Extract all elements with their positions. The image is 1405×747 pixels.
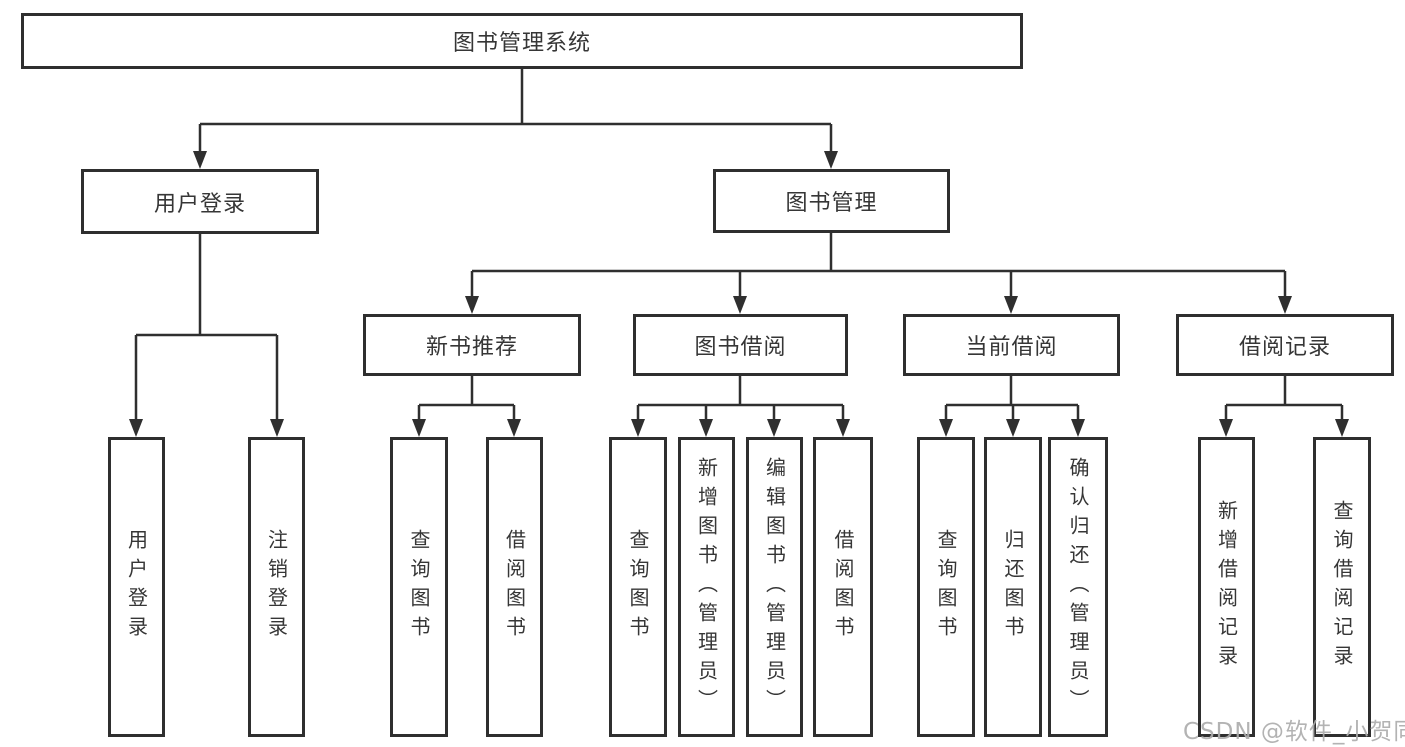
leaf-add-books-admin-label: 新增图书（管理员） xyxy=(694,456,719,718)
leaf-confirm-return-admin: 确认归还（管理员） xyxy=(1048,437,1108,737)
leaf-query-borrow-record: 查询借阅记录 xyxy=(1313,437,1371,737)
leaf-query-books-current: 查询图书 xyxy=(917,437,975,737)
node-user-login-branch-label: 用户登录 xyxy=(153,191,246,217)
leaf-add-books-admin: 新增图书（管理员） xyxy=(678,437,735,737)
node-library-system: 图书管理系统 xyxy=(21,13,1023,69)
node-new-book-recommend-label: 新书推荐 xyxy=(425,335,518,360)
node-borrow-records-label: 借阅记录 xyxy=(1238,335,1331,360)
leaf-logout: 注销登录 xyxy=(248,437,305,737)
node-borrow-records: 借阅记录 xyxy=(1176,314,1394,376)
leaf-add-borrow-record-label: 新增借阅记录 xyxy=(1214,500,1239,674)
leaf-return-books: 归还图书 xyxy=(984,437,1042,737)
leaf-query-books-recommend: 查询图书 xyxy=(390,437,448,737)
csdn-watermark: CSDN @软件_小贺同学 xyxy=(1183,719,1405,745)
node-new-book-recommend: 新书推荐 xyxy=(363,314,581,376)
leaf-confirm-return-admin-label: 确认归还（管理员） xyxy=(1066,456,1090,718)
leaf-user-login-label: 用户登录 xyxy=(124,529,149,645)
leaf-user-login: 用户登录 xyxy=(108,437,165,737)
leaf-borrow-books-recommend-label: 借阅图书 xyxy=(502,529,527,645)
leaf-add-borrow-record: 新增借阅记录 xyxy=(1198,437,1255,737)
leaf-edit-books-admin-label: 编辑图书（管理员） xyxy=(762,456,787,718)
leaf-query-borrow-record-label: 查询借阅记录 xyxy=(1330,500,1354,674)
arrowheads xyxy=(129,151,1349,437)
node-current-borrow-label: 当前借阅 xyxy=(965,335,1058,360)
node-book-management-label: 图书管理 xyxy=(785,191,878,216)
leaf-query-books-current-label: 查询图书 xyxy=(934,529,958,645)
leaf-query-books-borrow-label: 查询图书 xyxy=(626,529,650,645)
leaf-borrow-books: 借阅图书 xyxy=(813,437,873,737)
node-book-borrow-label: 图书借阅 xyxy=(694,335,787,360)
node-book-borrow: 图书借阅 xyxy=(633,314,848,376)
node-current-borrow: 当前借阅 xyxy=(903,314,1120,376)
leaf-edit-books-admin: 编辑图书（管理员） xyxy=(746,437,803,737)
leaf-query-books-borrow: 查询图书 xyxy=(609,437,667,737)
leaf-borrow-books-label: 借阅图书 xyxy=(831,529,855,645)
leaf-logout-label: 注销登录 xyxy=(264,529,289,645)
node-library-system-label: 图书管理系统 xyxy=(452,31,591,56)
node-book-management: 图书管理 xyxy=(713,169,950,233)
leaf-query-books-recommend-label: 查询图书 xyxy=(407,529,431,645)
leaf-return-books-label: 归还图书 xyxy=(1001,529,1025,645)
leaf-borrow-books-recommend: 借阅图书 xyxy=(486,437,543,737)
node-user-login-branch: 用户登录 xyxy=(81,169,319,234)
